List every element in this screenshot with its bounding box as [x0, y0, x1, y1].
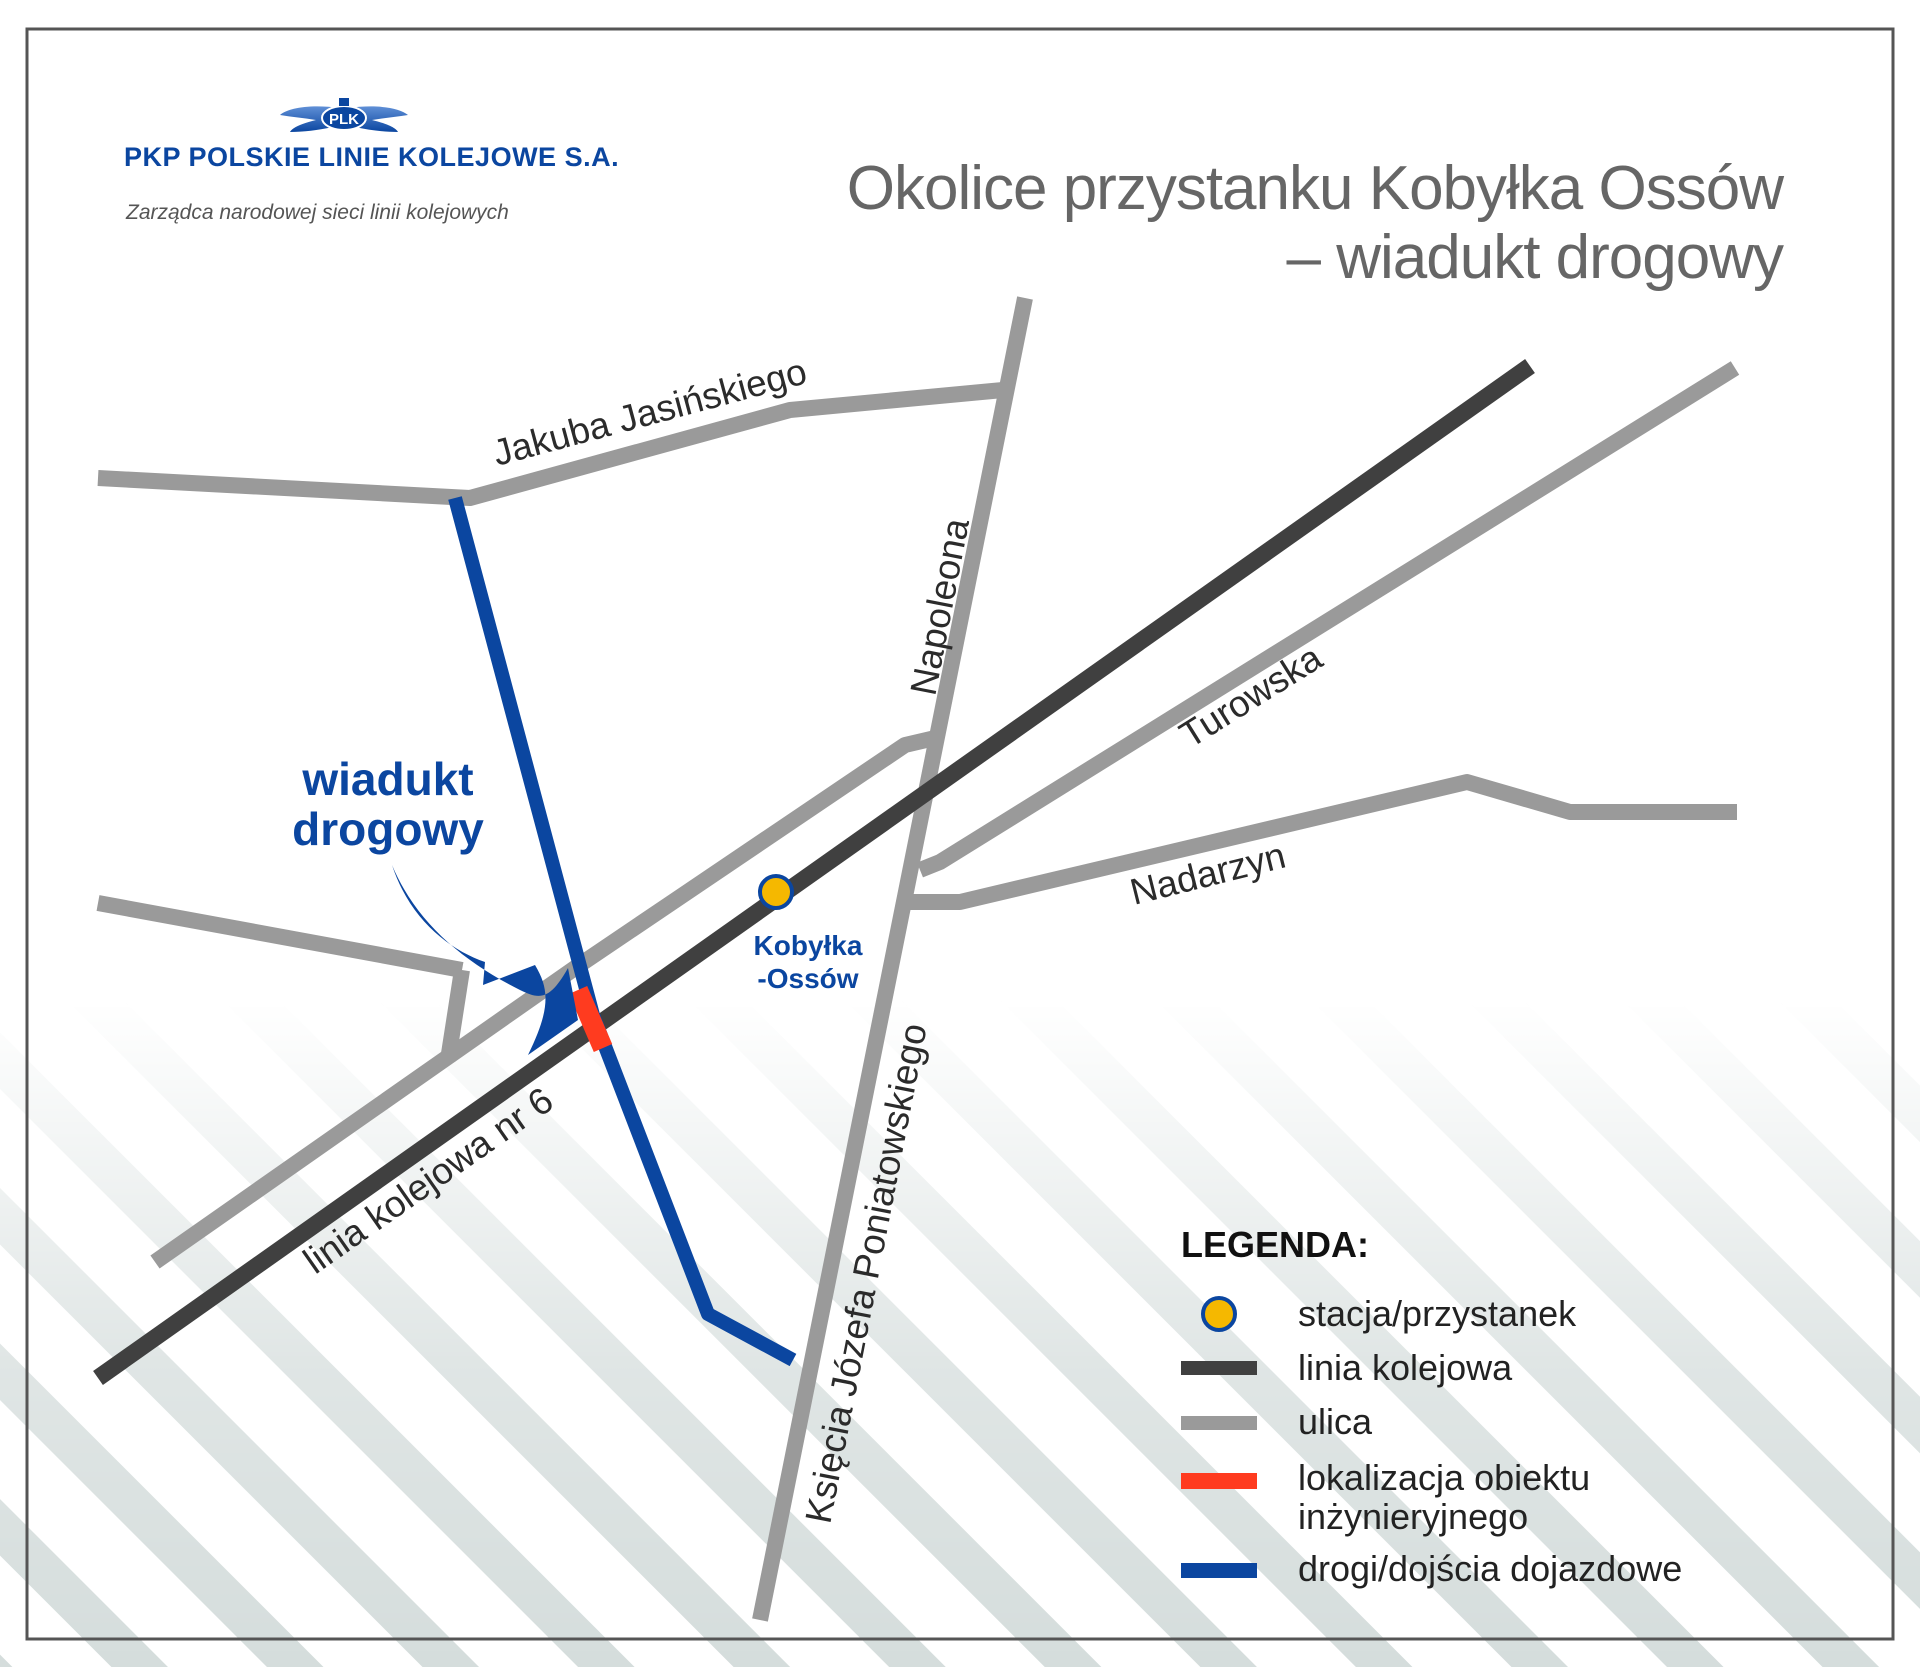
- logo-emblem-text: PLK: [329, 111, 359, 128]
- callout-label-line1: wiadukt: [301, 753, 473, 805]
- company-name: PKP POLSKIE LINIE KOLEJOWE S.A.: [124, 142, 619, 172]
- legend-label-street: ulica: [1298, 1401, 1373, 1442]
- station-name-line1: Kobyłka: [754, 930, 863, 961]
- streets-layer: [96, 296, 1740, 1622]
- street-west: [96, 895, 464, 978]
- legend-label-engineering-object-line2: inżynieryjnego: [1298, 1496, 1528, 1537]
- map-title-line2: – wiadukt drogowy: [1287, 223, 1784, 292]
- legend-symbol-railway: [1181, 1361, 1257, 1375]
- legend-symbol-engineering-object: [1181, 1473, 1257, 1489]
- access-road: [448, 496, 797, 1367]
- background-stripes: [0, 1000, 1920, 1667]
- legend-label-access-road: drogi/dojścia dojazdowe: [1298, 1548, 1682, 1589]
- logo-emblem-top: [339, 98, 349, 106]
- plk-logo: PLK: [280, 98, 408, 132]
- callout-label-line2: drogowy: [292, 803, 484, 855]
- street-turowska: [917, 361, 1740, 878]
- street-parallel-northwest: [150, 730, 937, 1269]
- legend-label-engineering-object-line1: lokalizacja obiektu: [1298, 1457, 1590, 1498]
- street-jasinskiego: [97, 382, 1004, 506]
- map-frame: [25, 27, 1895, 1641]
- station-marker: [758, 874, 794, 910]
- street-nadarzyn: [908, 774, 1737, 910]
- legend: LEGENDA: stacja/przystanek linia kolejow…: [1181, 1224, 1682, 1589]
- map-title-line1: Okolice przystanku Kobyłka Ossów: [847, 154, 1784, 223]
- street-napoleona-poniatowskiego: [752, 296, 1033, 1622]
- railway-line-6: [93, 359, 1535, 1385]
- station-name-line2: -Ossów: [757, 963, 858, 994]
- legend-title: LEGENDA:: [1181, 1224, 1369, 1265]
- legend-label-railway: linia kolejowa: [1298, 1347, 1513, 1388]
- street-west-link: [440, 968, 470, 1062]
- legend-symbol-access-road: [1181, 1563, 1257, 1578]
- legend-symbol-street: [1181, 1416, 1257, 1430]
- legend-symbol-station: [1201, 1296, 1237, 1332]
- viaduct-marker: [568, 986, 613, 1052]
- legend-label-station: stacja/przystanek: [1298, 1293, 1577, 1334]
- company-tagline: Zarządca narodowej sieci linii kolejowyc…: [125, 201, 509, 224]
